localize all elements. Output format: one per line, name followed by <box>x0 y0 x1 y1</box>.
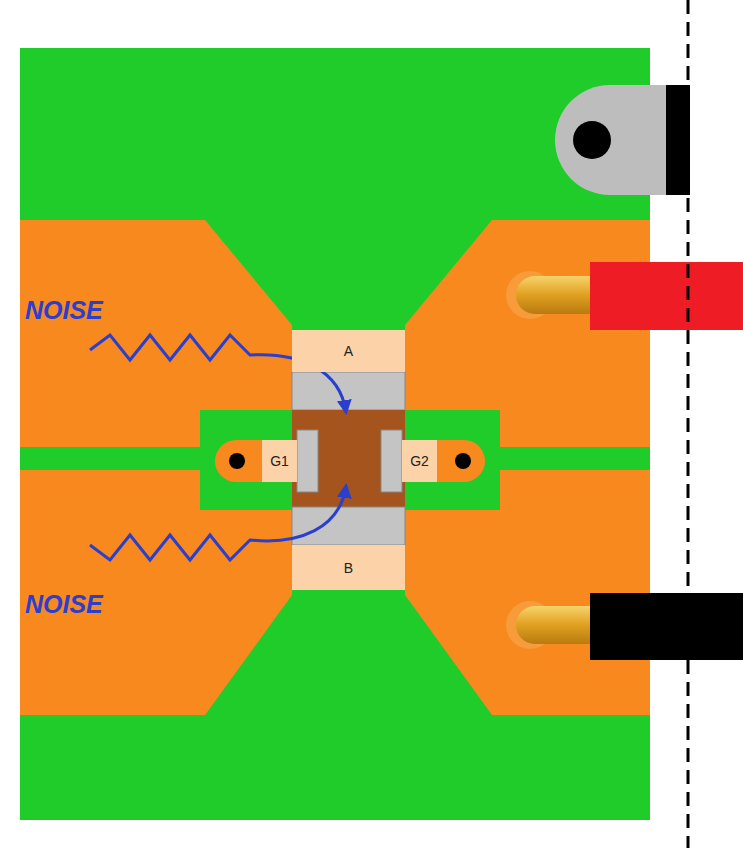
ground-pad <box>400 440 485 482</box>
pcb-board <box>20 48 650 820</box>
terminal <box>292 507 405 545</box>
ground-terminal <box>381 430 402 492</box>
solder-pad: G1 <box>262 440 297 482</box>
noise-label: NOISE <box>25 296 103 325</box>
pin <box>516 606 598 644</box>
pad-label: G1 <box>270 453 289 469</box>
copper-pour <box>20 220 292 447</box>
component-body <box>292 410 405 507</box>
red-wire <box>590 262 743 330</box>
solder-pad: G2 <box>402 440 437 482</box>
boundary-line <box>687 0 690 848</box>
ground-pad <box>215 440 300 482</box>
mounting-tab <box>555 85 668 195</box>
copper-pour <box>405 470 650 715</box>
pad-label: A <box>344 343 353 359</box>
pad-label: G2 <box>410 453 429 469</box>
via <box>455 453 471 469</box>
copper-pour <box>20 470 292 715</box>
pad-label: B <box>344 560 353 576</box>
terminal <box>292 372 405 410</box>
mounting-tab-edge <box>666 85 690 195</box>
mounting-hole <box>573 121 611 159</box>
solder-pad: A <box>292 330 405 372</box>
black-wire <box>590 593 743 660</box>
copper-pour <box>405 220 650 447</box>
via <box>229 453 245 469</box>
noise-label: NOISE <box>25 590 103 619</box>
solder-pad: B <box>292 545 405 590</box>
ground-terminal <box>297 430 318 492</box>
pin <box>516 276 598 314</box>
